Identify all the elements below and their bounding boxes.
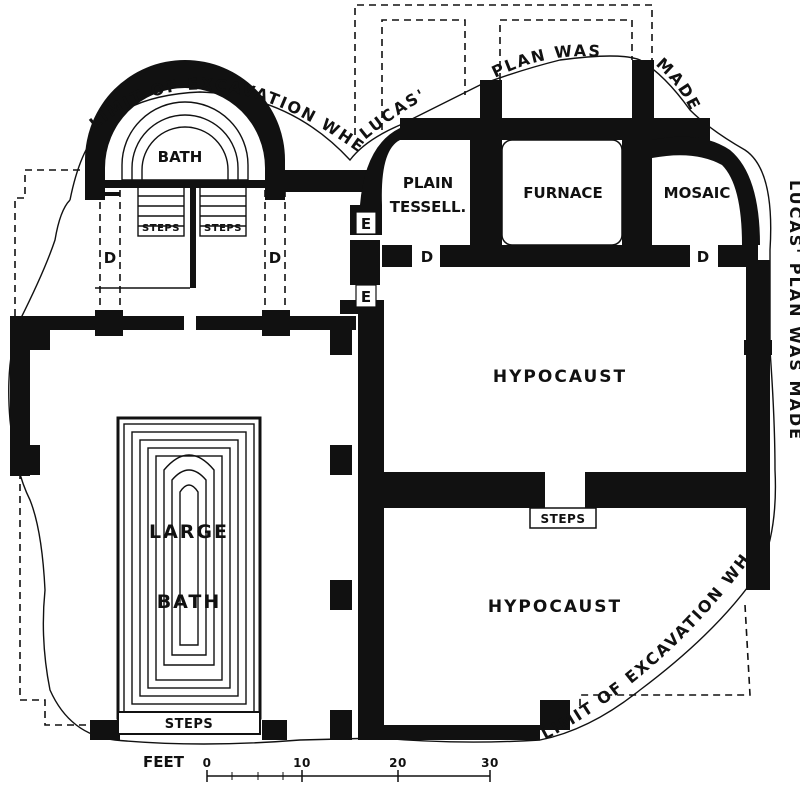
label-bath-small: BATH: [158, 148, 203, 166]
label-steps-bottom: STEPS: [165, 717, 214, 732]
furnace-room: [501, 139, 623, 246]
scale-bar: FEET 0 10 20 30: [143, 753, 499, 782]
dashed-outlines: [14, 4, 751, 726]
label-d-right: D: [269, 249, 281, 267]
label-hypocaust-upper: HYPOCAUST: [493, 367, 627, 387]
boundary-note-right: LUCAS' PLAN WAS MADE: [786, 180, 800, 441]
label-steps-middle: STEPS: [541, 512, 586, 526]
label-d-upper-right: D: [697, 248, 709, 266]
label-hypocaust-lower: HYPOCAUST: [488, 597, 622, 617]
label-large-bath-2: BATH: [157, 591, 222, 613]
large-bath: [116, 416, 262, 735]
boundary-note-top-3: PLAN WAS: [489, 41, 603, 81]
scale-tick-30: 30: [481, 756, 499, 770]
scale-tick-0: 0: [203, 756, 212, 770]
scale-tick-20: 20: [389, 756, 407, 770]
scale-label: FEET: [143, 753, 185, 771]
label-d-left: D: [104, 249, 116, 267]
label-e-lower: E: [361, 288, 371, 306]
label-plain: PLAIN: [403, 174, 453, 192]
label-tessell: TESSELL.: [390, 198, 466, 216]
walls: [10, 60, 772, 740]
apse-steps: [95, 185, 247, 289]
middle-steps-box: [529, 507, 597, 529]
boundary-note-top-4: MADE: [652, 54, 704, 115]
label-furnace: FURNACE: [523, 184, 602, 202]
label-mosaic: MOSAIC: [664, 184, 731, 202]
apse-bath: [85, 60, 370, 288]
label-large-bath-1: LARGE: [149, 521, 229, 543]
label-steps-left: STEPS: [142, 223, 180, 234]
label-d-upper-left: D: [421, 248, 433, 266]
label-e-upper: E: [361, 215, 371, 233]
boundary-note-top-1: LIMIT OF EXCAVATION WHEN: [0, 0, 369, 157]
label-steps-right: STEPS: [204, 223, 242, 234]
scale-tick-10: 10: [293, 756, 311, 770]
